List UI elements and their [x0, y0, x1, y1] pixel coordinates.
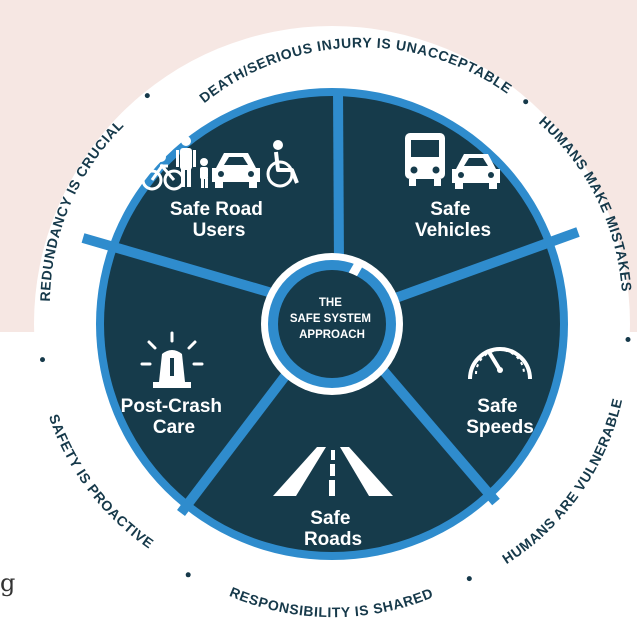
segment-label-line: Users [193, 220, 246, 241]
divider-spoke [333, 89, 344, 266]
bus-icon [405, 133, 445, 186]
car-icon [212, 153, 260, 188]
divider-spoke [372, 358, 500, 506]
pedestrian-family-icon [176, 136, 208, 188]
divider-spoke [177, 363, 296, 517]
segment-label-line: Safe [310, 508, 350, 529]
cropped-text-fragment: g [0, 569, 16, 597]
hub-line: APPROACH [299, 329, 365, 341]
wheelchair-icon [266, 140, 299, 188]
speedometer-icon [468, 347, 532, 380]
emergency-light-icon [140, 331, 204, 388]
segment-label: Safe Road Users [170, 199, 268, 241]
segment-label-line: Roads [304, 529, 362, 550]
segment-safe-vehicles: Safe Vehicles [405, 133, 500, 241]
segment-label-line: Safe [477, 396, 517, 417]
segment-label-line: Vehicles [415, 220, 491, 241]
separator-dot [466, 576, 472, 582]
segment-label-line: Safe [430, 199, 470, 220]
segment-post-crash-care: Post-Crash Care [121, 331, 228, 438]
car-icon [452, 154, 500, 189]
hub-line: SAFE SYSTEM [290, 313, 371, 325]
segment-safe-speeds: Safe Speeds [466, 347, 534, 438]
segment-safe-roads: Safe Roads [273, 447, 393, 550]
divider-spoke [388, 227, 580, 305]
segment-label-line: Safe Road [170, 199, 263, 220]
separator-dot [523, 99, 529, 105]
separator-dot [625, 337, 631, 342]
separator-dot [40, 357, 45, 363]
segment-label: Safe Roads [304, 508, 362, 550]
ring-separator-dots [40, 93, 631, 582]
segment-label: Post-Crash Care [121, 396, 228, 438]
segment-label-line: Post-Crash [121, 396, 222, 417]
segment-label-line: Care [153, 417, 195, 438]
segment-label: Safe Speeds [466, 396, 534, 438]
separator-dot [185, 572, 191, 578]
segment-label-line: Speeds [466, 417, 534, 438]
hub-title: THE SAFE SYSTEM APPROACH [290, 297, 374, 341]
segment-label: Safe Vehicles [415, 199, 491, 241]
wheel-dividers [81, 89, 580, 517]
divider-spoke [81, 233, 274, 298]
segment-safe-road-users: Safe Road Users [141, 136, 299, 241]
hub-line: THE [319, 297, 342, 309]
hub-core [278, 270, 386, 378]
separator-dot [144, 93, 150, 99]
road-icon [273, 447, 393, 496]
